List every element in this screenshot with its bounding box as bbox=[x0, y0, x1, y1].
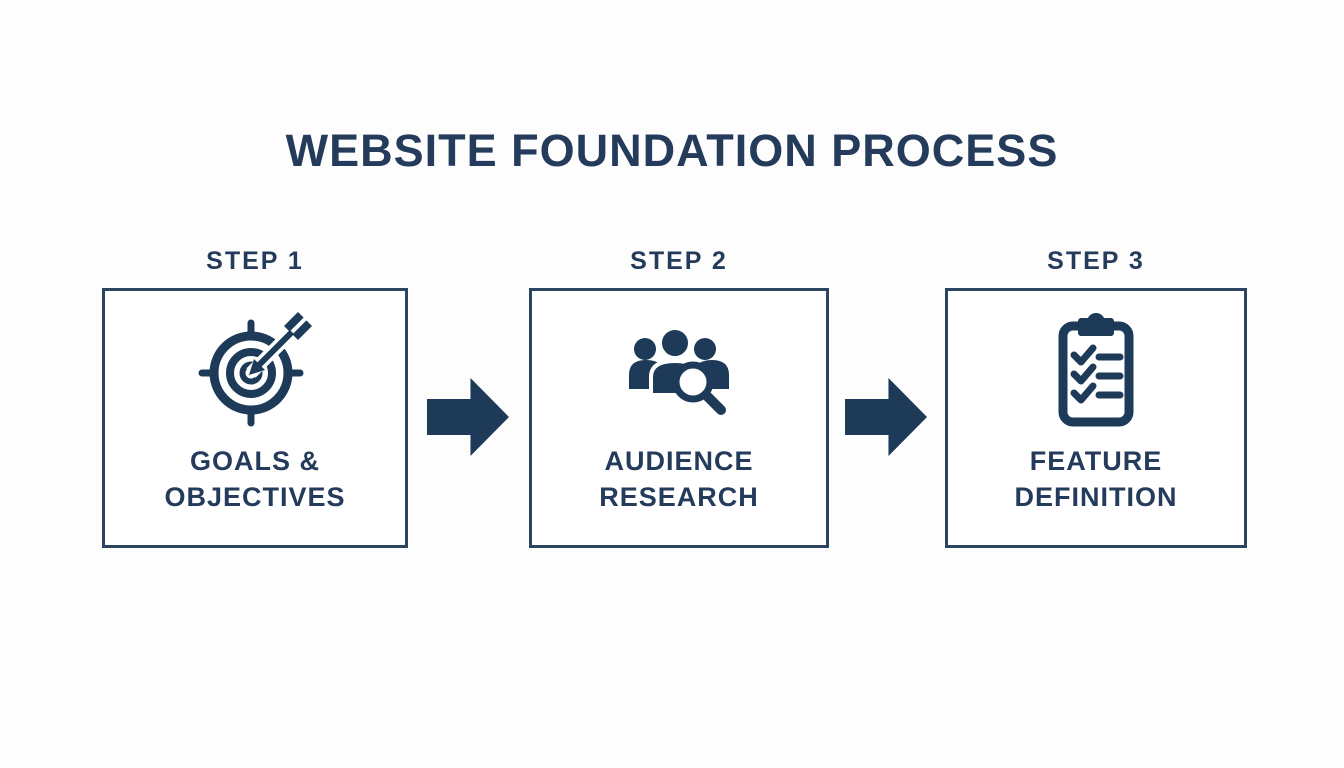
step-3-label: STEP 3 bbox=[1047, 247, 1145, 275]
step-1-title-line1: GOALS & bbox=[189, 446, 320, 476]
step-2-title-line2: RESEARCH bbox=[599, 482, 759, 512]
step-1-title: GOALS & OBJECTIVES bbox=[164, 443, 345, 515]
step-3-title-line2: DEFINITION bbox=[1014, 482, 1178, 512]
step-2-title: AUDIENCE RESEARCH bbox=[599, 443, 759, 515]
step-3-title: FEATURE DEFINITION bbox=[1015, 443, 1178, 515]
step-3-box: FEATURE DEFINITION bbox=[945, 288, 1247, 548]
step-1-label: STEP 1 bbox=[206, 247, 304, 275]
step-2-title-line1: AUDIENCE bbox=[604, 446, 754, 476]
target-arrow-icon bbox=[198, 312, 312, 427]
arrow-right-icon bbox=[845, 378, 927, 456]
arrow-right-icon bbox=[427, 378, 509, 456]
step-1-box: GOALS & OBJECTIVES bbox=[102, 288, 408, 548]
page-title: WEBSITE FOUNDATION PROCESS bbox=[285, 125, 1059, 176]
clipboard-checklist-icon bbox=[1058, 313, 1134, 427]
step-3-title-line1: FEATURE bbox=[1029, 446, 1163, 476]
audience-magnifier-icon bbox=[629, 326, 729, 415]
step-2-box: AUDIENCE RESEARCH bbox=[529, 288, 829, 548]
step-2-label: STEP 2 bbox=[630, 247, 728, 275]
step-1-title-line2: OBJECTIVES bbox=[164, 482, 346, 512]
